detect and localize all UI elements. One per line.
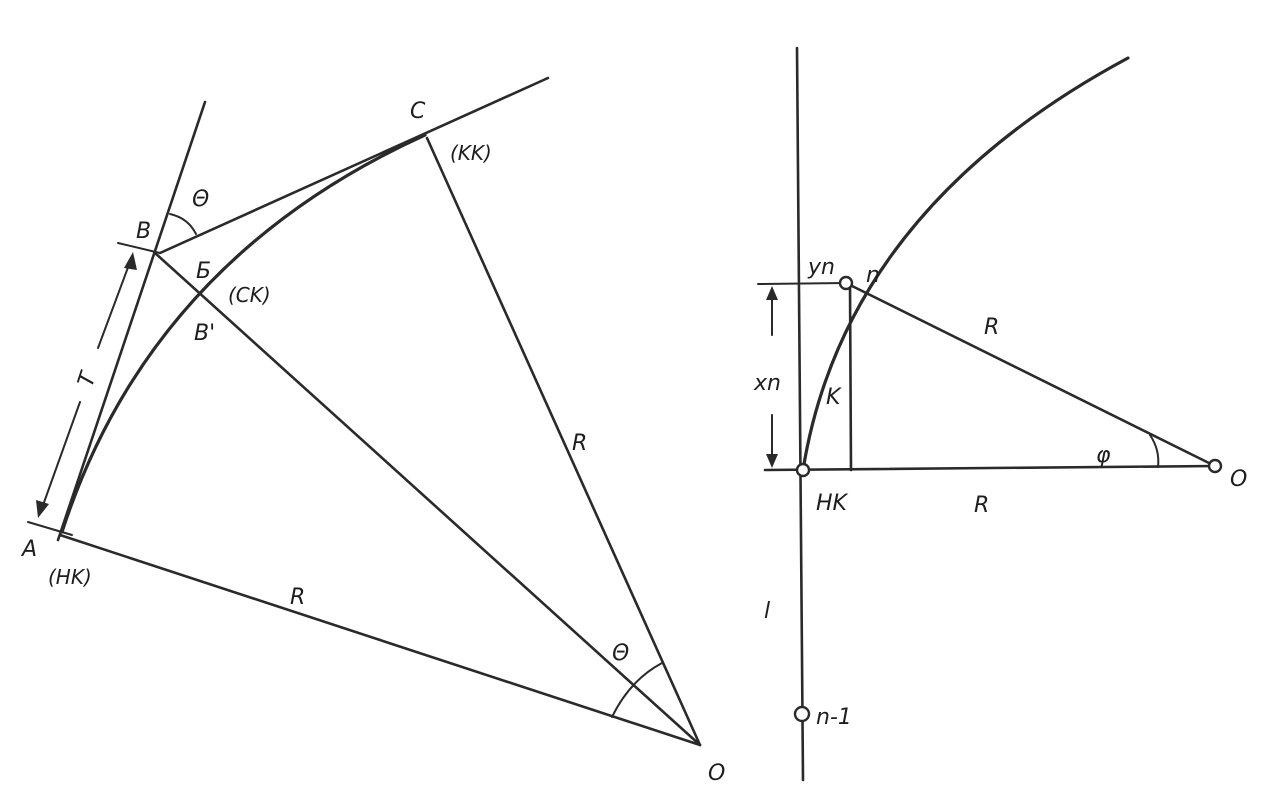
radius-line-slant (844, 281, 1217, 468)
label-point-b-prime: B' (194, 321, 215, 346)
dimension-line-t-upper (97, 261, 131, 349)
label-point-o-right: O (1230, 467, 1247, 492)
label-theta-bottom: Θ (612, 641, 629, 666)
label-point-o-left: O (708, 761, 725, 786)
label-line-l: l (764, 599, 770, 624)
arrowhead-t-lower (36, 500, 49, 518)
radius-line-base (763, 464, 1217, 472)
label-radius-base: R (974, 493, 989, 518)
label-kk: (KK) (450, 141, 492, 165)
label-point-n-minus-1: n-1 (816, 705, 852, 730)
right-figure: yn n xn K R R φ O HK l n-1 (753, 46, 1247, 782)
arrowhead-xn-upper (766, 286, 778, 300)
label-radius-right: R (572, 431, 587, 456)
label-tangent-length: T (74, 368, 102, 390)
label-point-c: C (410, 99, 426, 124)
left-figure: A (HK) B Б (CK) B' C (KK) Θ T R R Θ O (20, 76, 725, 786)
label-point-b: B (136, 219, 151, 244)
radius-line-ao (58, 533, 702, 747)
ordinate-k (848, 283, 853, 472)
point-n (838, 275, 854, 291)
angle-arc-phi (1149, 434, 1160, 468)
point-n-minus-1 (793, 705, 811, 723)
label-point-a: A (20, 537, 37, 562)
tick-at-n-level (757, 282, 847, 285)
angle-arc-at-b (169, 213, 197, 235)
tick-at-a (27, 521, 73, 536)
arrowhead-t-upper (124, 252, 137, 270)
bisector-line-bo (153, 251, 702, 747)
point-o-right (1207, 458, 1223, 474)
label-k: K (826, 385, 842, 410)
tangent-line-ab (56, 100, 207, 542)
tangent-line-bc (158, 76, 550, 255)
angle-arc-at-o (611, 662, 663, 718)
label-hk-right: HK (816, 491, 849, 516)
label-radius-bottom: R (290, 585, 305, 610)
circular-curve-arc (60, 133, 427, 534)
tangent-line-l (795, 46, 805, 782)
label-theta-top: Θ (192, 187, 209, 212)
arrowhead-xn-lower (766, 454, 778, 468)
label-point-n: n (866, 263, 880, 288)
label-xn: xn (753, 371, 781, 396)
tick-at-b (117, 242, 161, 254)
circular-curve-arc-right (801, 56, 1130, 472)
label-point-b-cyrillic: Б (196, 259, 211, 284)
label-ck: (CK) (228, 283, 271, 307)
radius-line-co (425, 136, 702, 747)
point-hk (795, 462, 811, 478)
label-radius-slant: R (984, 315, 999, 340)
label-hk-left: (HK) (48, 565, 92, 589)
label-phi: φ (1096, 443, 1111, 468)
dimension-line-t-lower (41, 401, 81, 509)
label-yn: yn (807, 255, 835, 280)
